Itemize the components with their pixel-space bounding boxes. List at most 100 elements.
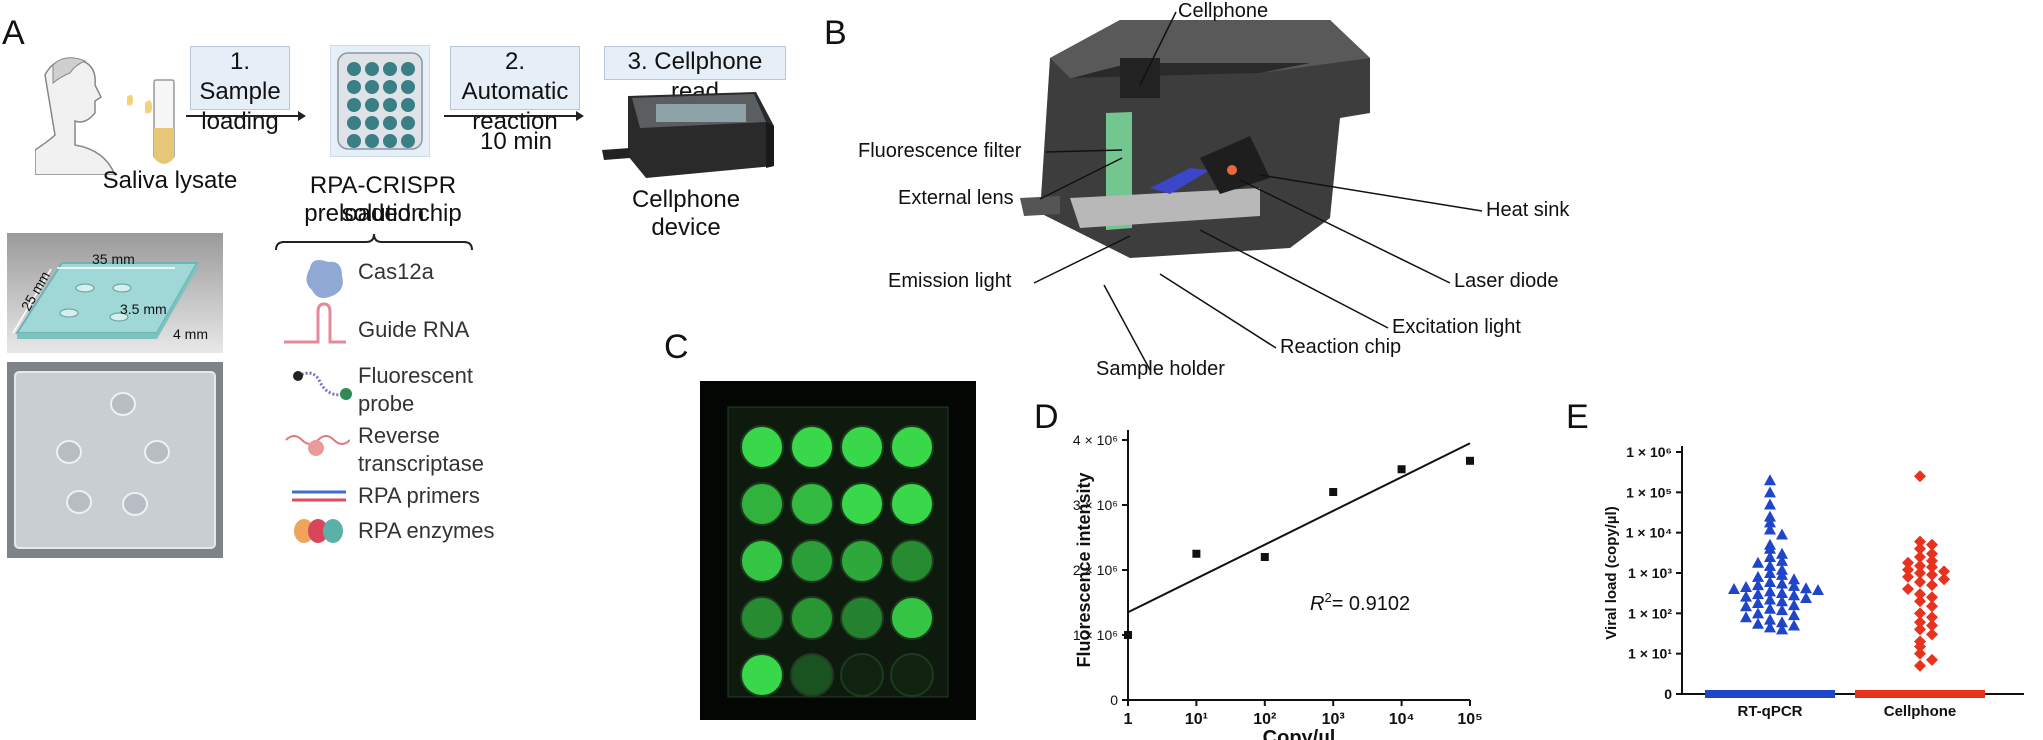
fluorescent-well [790, 539, 834, 583]
fit-line [1127, 442, 1471, 614]
callout-laser-diode: Laser diode [1454, 270, 1559, 292]
callout-emission-light: Emission light [888, 270, 1012, 292]
fluorescent-well [840, 653, 884, 697]
chip-illustration [330, 45, 430, 157]
y-tick-label: 2 × 10⁶ [1073, 562, 1118, 578]
fluorescent-well [740, 482, 784, 526]
cellphone-point [1914, 647, 1926, 660]
category-label: RT-qPCR [1738, 703, 1803, 720]
callout-sample-holder: Sample holder [1096, 358, 1225, 380]
x-tick-label: 10² [1253, 711, 1276, 728]
y-tick-label: 1 × 10⁴ [1626, 525, 1672, 541]
y-tick-label: 3 × 10⁶ [1073, 497, 1118, 513]
device-cross-section [1020, 20, 1370, 258]
zero-value-band [1705, 690, 1835, 698]
rtqpcr-point [1776, 528, 1788, 540]
step-2-label: 2. Automatic reaction [461, 48, 569, 135]
rtqpcr-point [1752, 556, 1764, 568]
panel-label-a: A [2, 14, 25, 52]
component-rpa-primers: RPA primers [358, 483, 480, 508]
rtqpcr-point [1788, 573, 1800, 585]
component-reverse-transcriptase: Reverse transcriptase [358, 423, 484, 476]
rtqpcr-point [1776, 554, 1788, 566]
y-tick-label: 1 × 10¹ [1628, 646, 1672, 662]
cellphone-point [1926, 579, 1938, 592]
fluorescent-well [790, 653, 834, 697]
fluorescent-well [890, 482, 934, 526]
rtqpcr-point [1728, 583, 1740, 595]
cellphone-point [1914, 550, 1926, 563]
data-point [1260, 553, 1269, 561]
rtqpcr-point [1788, 579, 1800, 591]
y-tick-label: 1 × 10² [1628, 605, 1672, 621]
callout-fluorescence-filter: Fluorescence filter [858, 140, 1022, 162]
r-squared-annotation: R2= 0.9102 [1310, 590, 1410, 615]
y-tick-label: 1 × 10³ [1628, 565, 1672, 581]
cellphone-point [1926, 538, 1938, 551]
rtqpcr-point [1788, 589, 1800, 601]
rtqpcr-point [1788, 619, 1800, 631]
callout-leader-lines [1033, 11, 1483, 371]
fluorescent-well [890, 539, 934, 583]
rtqpcr-point [1752, 607, 1764, 619]
category-label: Cellphone [1884, 703, 1957, 720]
step-3-box: 3. Cellphone read [604, 46, 786, 105]
cellphone-point [1914, 623, 1926, 636]
cellphone-device-photo [602, 92, 774, 178]
callout-reaction-chip: Reaction chip [1280, 336, 1402, 358]
cellphone-point [1926, 591, 1938, 604]
rtqpcr-point [1776, 595, 1788, 607]
cellphone-point [1914, 607, 1926, 620]
rtqpcr-point [1788, 599, 1800, 611]
data-point [1192, 549, 1201, 558]
rpa-primers-icon [292, 490, 346, 502]
cellphone-point [1926, 619, 1938, 632]
cellphone-point [1914, 542, 1926, 555]
component-fluorescent-probe: Fluorescent probe [358, 363, 473, 416]
fluorescence-chip-image [700, 381, 976, 720]
cellphone-point [1926, 568, 1938, 581]
rtqpcr-point [1752, 597, 1764, 609]
step-1-label: 1. Sample loading [199, 48, 281, 135]
cellphone-point [1902, 570, 1914, 583]
rtqpcr-point [1776, 616, 1788, 628]
rtqpcr-point [1752, 588, 1764, 600]
fluorescent-well [840, 539, 884, 583]
y-tick-label: 1 × 10⁶ [1073, 627, 1118, 643]
rtqpcr-point [1740, 590, 1752, 602]
cellphone-point [1914, 535, 1926, 548]
panel-label-b: B [824, 14, 847, 52]
rtqpcr-point [1740, 611, 1752, 623]
fluorescent-well [740, 539, 784, 583]
rtqpcr-point [1764, 602, 1776, 614]
component-cas12a: Cas12a [358, 259, 434, 284]
cellphone-point [1926, 554, 1938, 567]
rtqpcr-point [1764, 575, 1776, 587]
x-tick-label: 1 [1124, 711, 1133, 728]
reaction-time: 10 min [479, 128, 553, 155]
step-1-box: 1. Sample loading [190, 46, 290, 135]
cellphone-point [1926, 561, 1938, 574]
x-axis-label: Copy/µl [1263, 727, 1336, 740]
rtqpcr-point [1740, 600, 1752, 612]
cellphone-point [1914, 616, 1926, 629]
fluorescent-well [740, 596, 784, 640]
callout-cellphone: Cellphone [1178, 0, 1269, 22]
data-point [1329, 488, 1338, 496]
rtqpcr-point [1776, 577, 1788, 589]
guide-rna-icon [284, 302, 346, 344]
fluorescent-well [790, 425, 834, 469]
rtqpcr-point [1764, 523, 1776, 535]
rtqpcr-point [1764, 567, 1776, 578]
rtqpcr-point [1764, 593, 1776, 605]
cellphone-point [1926, 611, 1938, 624]
y-tick-label: 0 [1664, 686, 1672, 702]
data-point [1397, 465, 1406, 474]
x-tick-label: 10⁵ [1457, 711, 1482, 728]
cellphone-point [1926, 628, 1938, 641]
fluorescent-well [790, 596, 834, 640]
component-rpa-enzymes: RPA enzymes [358, 518, 495, 543]
cellphone-point [1902, 556, 1914, 569]
y-tick-label: 1 × 10⁶ [1626, 444, 1672, 460]
